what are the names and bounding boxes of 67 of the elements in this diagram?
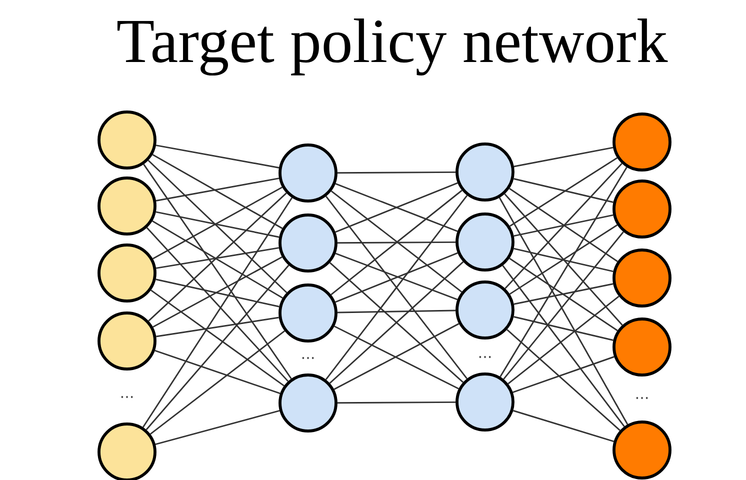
output-neuron bbox=[612, 180, 672, 238]
input-neuron bbox=[98, 312, 156, 370]
output-neuron bbox=[612, 248, 672, 308]
connection-line bbox=[503, 231, 624, 380]
connection-line bbox=[337, 401, 456, 404]
hidden-neuron bbox=[278, 144, 338, 202]
connection-line bbox=[156, 144, 280, 168]
connection-line bbox=[143, 164, 292, 380]
connection-line bbox=[509, 188, 618, 262]
hidden-neuron bbox=[456, 280, 514, 340]
connection-line bbox=[337, 171, 456, 174]
connection-line bbox=[514, 283, 614, 305]
ellipsis: ... bbox=[479, 356, 491, 358]
hidden-neuron bbox=[278, 214, 338, 272]
connection-line bbox=[514, 214, 614, 237]
connection-line bbox=[150, 290, 284, 386]
connection-line bbox=[498, 197, 628, 425]
connection-line bbox=[156, 278, 280, 308]
connection-line bbox=[146, 227, 289, 382]
output-neuron bbox=[612, 420, 672, 480]
connection-line bbox=[514, 178, 614, 203]
connection-line bbox=[150, 330, 286, 435]
connection-line bbox=[509, 157, 618, 227]
connection-line bbox=[152, 256, 282, 328]
connection-line bbox=[148, 192, 287, 322]
connection-line bbox=[504, 193, 623, 326]
connection-line bbox=[514, 316, 614, 341]
input-neuron bbox=[98, 110, 156, 170]
connection-line bbox=[337, 241, 456, 244]
output-neuron bbox=[612, 112, 672, 172]
connection-line bbox=[504, 163, 622, 289]
input-neuron bbox=[98, 422, 156, 480]
connection-line bbox=[154, 350, 280, 394]
connection-line bbox=[156, 178, 280, 202]
connection-line bbox=[148, 160, 288, 294]
connection-line bbox=[500, 166, 628, 378]
ellipsis: ... bbox=[121, 396, 133, 398]
ellipsis: ... bbox=[302, 357, 314, 359]
hidden-neuron bbox=[456, 212, 514, 272]
connection-line bbox=[155, 410, 280, 446]
hidden-neuron bbox=[456, 142, 514, 202]
ellipsis: ... bbox=[636, 397, 648, 399]
connection-line bbox=[337, 310, 456, 314]
connection-line bbox=[502, 265, 625, 427]
connection-line bbox=[512, 410, 614, 442]
connection-line bbox=[156, 247, 280, 269]
hidden-neuron bbox=[456, 372, 514, 432]
connection-line bbox=[514, 146, 614, 168]
connection-line bbox=[142, 197, 293, 428]
connection-line bbox=[152, 154, 283, 230]
connection-line bbox=[156, 211, 280, 238]
hidden-neuron bbox=[278, 374, 338, 432]
connection-line bbox=[146, 264, 290, 430]
input-neuron bbox=[98, 244, 156, 302]
connection-line bbox=[152, 220, 284, 299]
input-neuron bbox=[98, 176, 156, 236]
connection-line bbox=[508, 296, 620, 384]
title: Target policy network bbox=[117, 18, 668, 76]
connection-line bbox=[512, 356, 614, 393]
connection-line bbox=[514, 248, 614, 272]
connection-line bbox=[509, 224, 618, 295]
hidden-neuron bbox=[278, 284, 338, 342]
connection-line bbox=[156, 316, 279, 338]
output-neuron bbox=[612, 318, 672, 376]
connection-line bbox=[506, 329, 620, 431]
connection-line bbox=[509, 258, 618, 332]
connection-line bbox=[152, 186, 283, 260]
